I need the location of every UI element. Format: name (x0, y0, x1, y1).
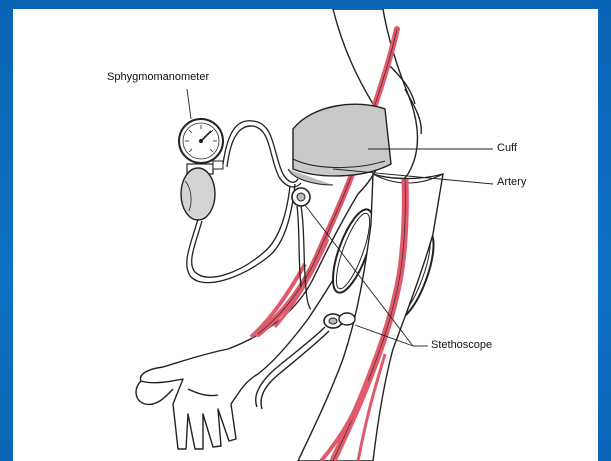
stethoscope-label: Stethoscope (431, 339, 492, 351)
sphygmomanometer-label: Sphygmomanometer (107, 71, 209, 83)
diagram-panel: Sphygmomanometer Cuff Artery Stethoscope (13, 9, 598, 461)
magnified-detail (298, 174, 443, 461)
cuff-label: Cuff (497, 142, 517, 154)
bp-measurement-illustration (13, 9, 598, 461)
inflation-bulb (181, 161, 223, 220)
sphygmomanometer-gauge (179, 119, 223, 163)
artery-label: Artery (497, 176, 526, 188)
